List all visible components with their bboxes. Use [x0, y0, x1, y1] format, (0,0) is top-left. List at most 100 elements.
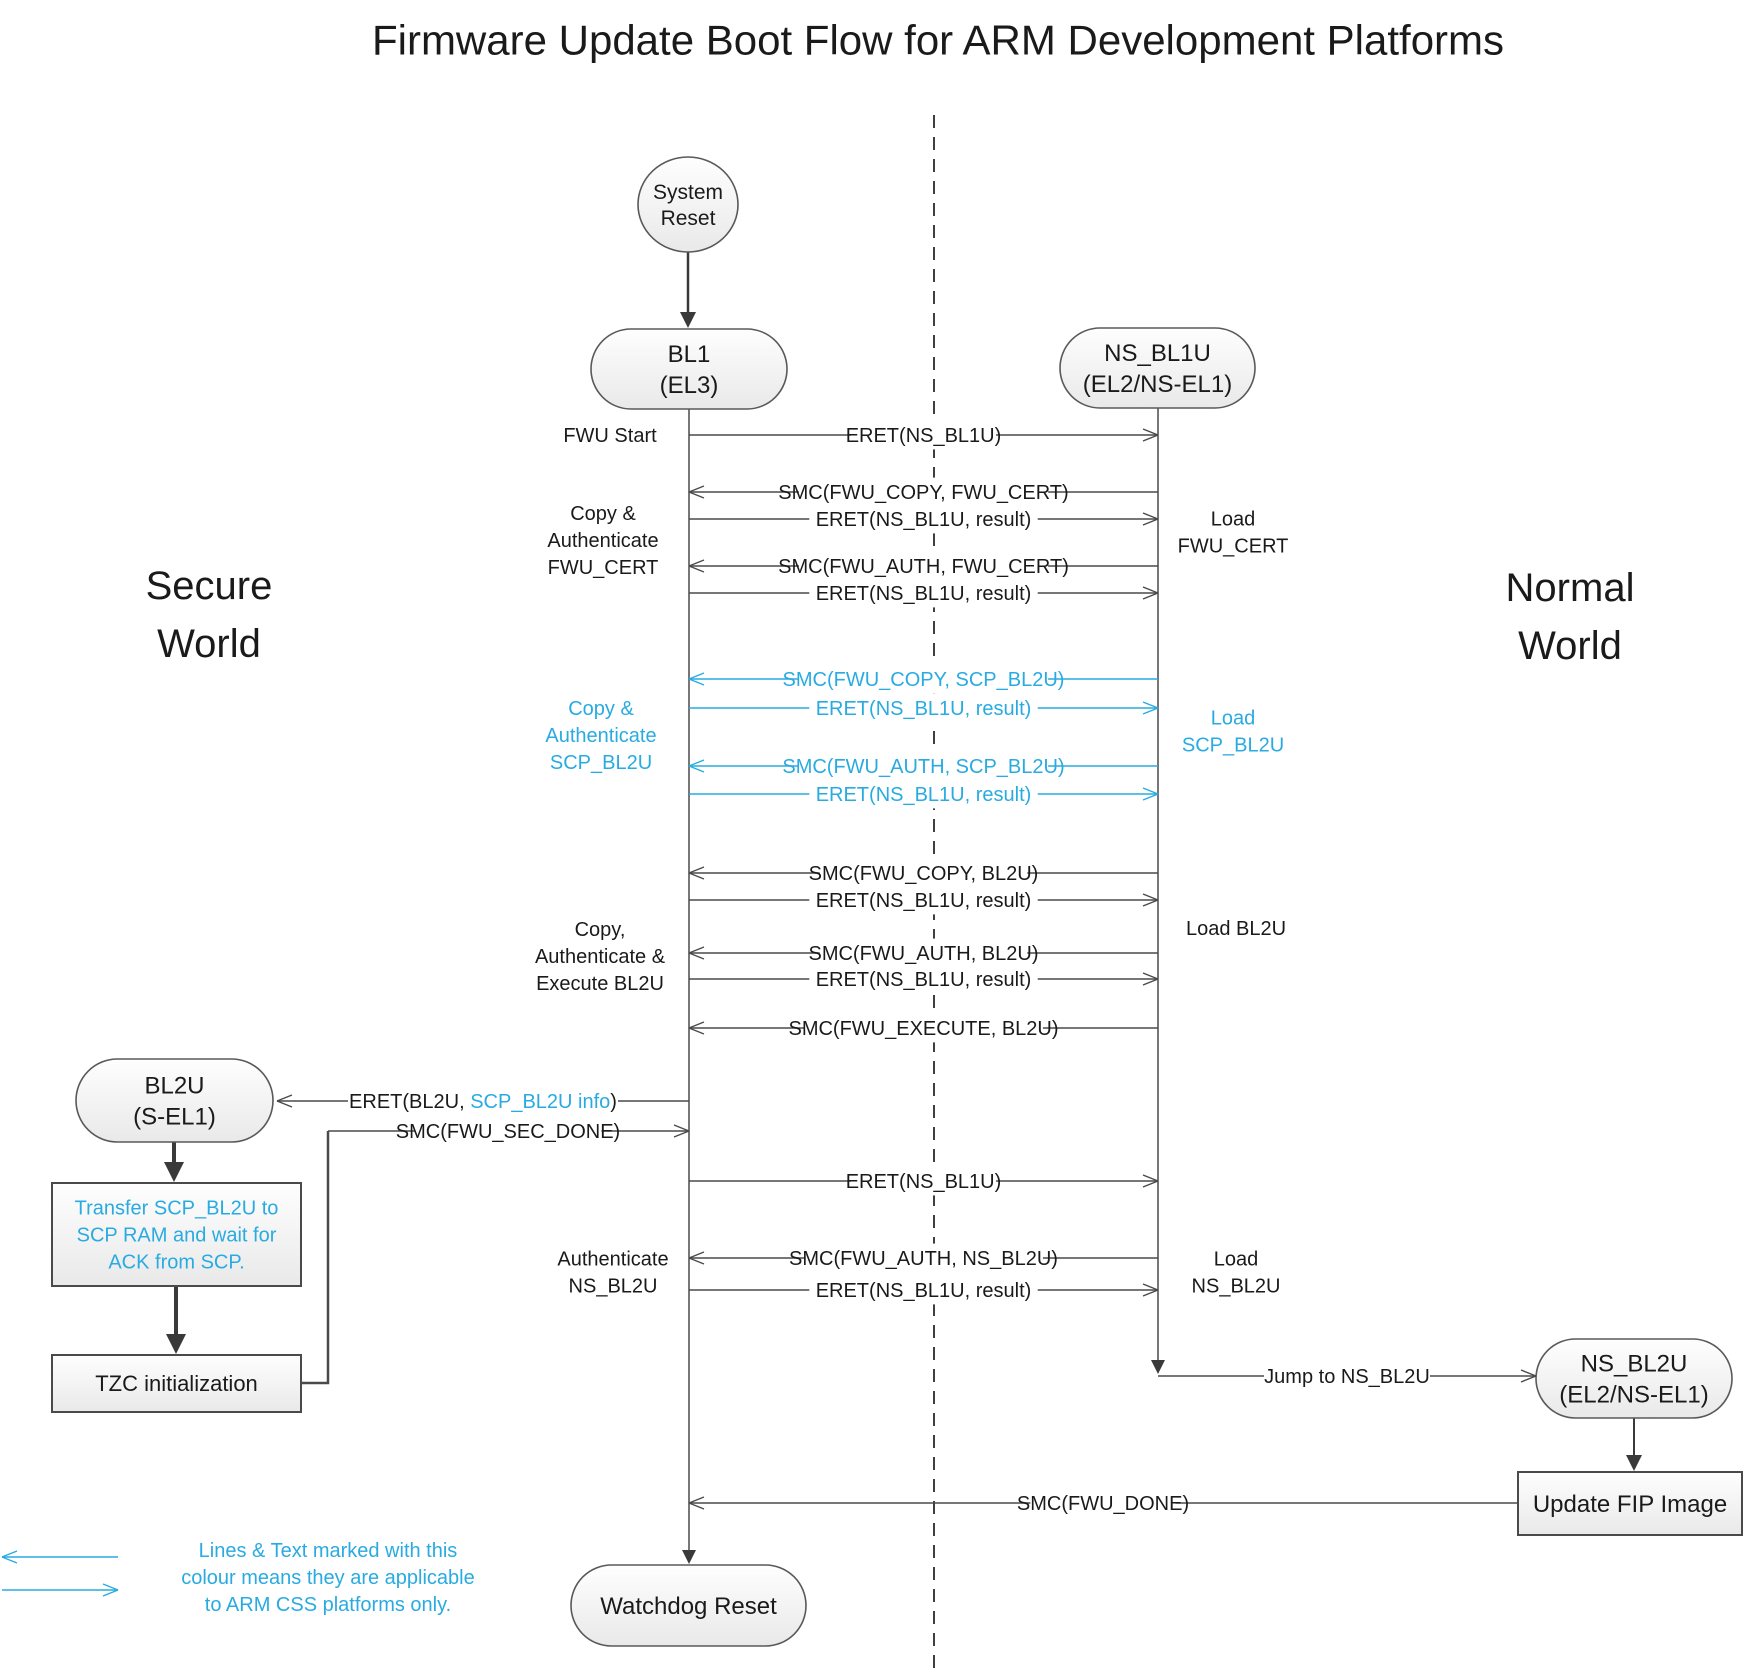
message-label: SMC(FWU_DONE)	[1017, 1493, 1189, 1515]
message-label: SMC(FWU_EXECUTE, BL2U)	[788, 1018, 1058, 1040]
svg-text:Watchdog Reset: Watchdog Reset	[600, 1593, 777, 1620]
msg-smc-fwu-copy-fwu-cert: SMC(FWU_COPY, FWU_CERT)	[688, 477, 1158, 507]
right-open-arrow-icon	[1142, 428, 1159, 442]
svg-text:colour means they are applicab: colour means they are applicable	[181, 1567, 475, 1589]
svg-text:Transfer SCP_BL2U to: Transfer SCP_BL2U to	[75, 1198, 279, 1220]
node-update-fip-image: Update FIP Image	[1517, 1471, 1743, 1536]
page-title: Firmware Update Boot Flow for ARM Develo…	[372, 17, 1504, 64]
svg-text:(EL2/NS-EL1): (EL2/NS-EL1)	[1559, 1381, 1708, 1408]
message-label: ERET(NS_BL1U, result)	[816, 1280, 1032, 1302]
svg-text:Copy &: Copy &	[568, 698, 634, 720]
right-open-arrow-icon	[102, 1583, 119, 1597]
svg-text:BL2U: BL2U	[144, 1072, 204, 1099]
message-label: SMC(FWU_AUTH, SCP_BL2U)	[782, 756, 1064, 778]
svg-text:(S-EL1): (S-EL1)	[133, 1103, 216, 1130]
svg-text:Copy &: Copy &	[570, 503, 636, 525]
message-label: SMC(FWU_AUTH, FWU_CERT)	[778, 556, 1069, 578]
flow-reset-to-bl1	[680, 252, 696, 328]
node-ns-bl2u: NS_BL2U(EL2/NS-EL1)	[1535, 1338, 1733, 1419]
svg-text:BL1: BL1	[668, 341, 711, 368]
down-arrow-icon	[682, 1550, 696, 1564]
message-label: SMC(FWU_COPY, BL2U)	[809, 863, 1039, 885]
svg-text:NS_BL1U: NS_BL1U	[1104, 340, 1211, 367]
svg-text:Load BL2U: Load BL2U	[1186, 918, 1286, 940]
msg-jump-to-ns-bl2u: Jump to NS_BL2U	[1158, 1361, 1537, 1391]
msg-eret-result-4: ERET(NS_BL1U, result)	[689, 779, 1159, 809]
left-open-arrow-icon	[688, 672, 705, 686]
svg-text:FWU_CERT: FWU_CERT	[548, 557, 659, 579]
msg-smc-fwu-auth-fwu-cert: SMC(FWU_AUTH, FWU_CERT)	[688, 551, 1158, 581]
msg-smc-fwu-auth-bl2u: SMC(FWU_AUTH, BL2U)	[688, 938, 1158, 968]
msg-smc-fwu-copy-bl2u: SMC(FWU_COPY, BL2U)	[688, 858, 1158, 888]
svg-text:(EL3): (EL3)	[660, 372, 719, 399]
svg-text:Authenticate: Authenticate	[557, 1249, 668, 1271]
left-open-arrow-icon	[688, 1496, 705, 1510]
node-watchdog-reset: Watchdog Reset	[570, 1564, 807, 1647]
svg-text:World: World	[157, 622, 261, 666]
msg-eret-result-6: ERET(NS_BL1U, result)	[689, 964, 1159, 994]
node-ns-bl1u: NS_BL1U (EL2/NS-EL1)	[1059, 327, 1256, 409]
svg-text:Authenticate &: Authenticate &	[535, 946, 666, 968]
message-label: ERET(NS_BL1U, result)	[816, 890, 1032, 912]
svg-text:Reset: Reset	[661, 207, 716, 230]
svg-text:Secure: Secure	[146, 564, 273, 608]
msg-smc-fwu-auth-ns-bl2u: SMC(FWU_AUTH, NS_BL2U)	[688, 1243, 1158, 1273]
svg-text:TZC initialization: TZC initialization	[95, 1371, 258, 1396]
left-open-arrow-icon	[688, 559, 705, 573]
node-transfer-scp-bl2u: Transfer SCP_BL2U to SCP RAM and wait for…	[51, 1182, 302, 1287]
left-open-arrow-icon	[688, 866, 705, 880]
msg-eret-bl2u-scp-info: ERET(BL2U, SCP_BL2U info)	[276, 1086, 689, 1116]
svg-text:Authenticate: Authenticate	[545, 725, 656, 747]
legend-left-arrow	[1, 1550, 118, 1564]
msg-eret-result-1: ERET(NS_BL1U, result)	[689, 504, 1159, 534]
node-bl2u: BL2U (S-EL1)	[75, 1058, 274, 1143]
legend-right-arrow	[2, 1583, 119, 1597]
down-arrow-icon	[1151, 1360, 1165, 1374]
svg-text:Load: Load	[1214, 1249, 1259, 1271]
right-open-arrow-icon	[1142, 586, 1159, 600]
message-label: ERET(NS_BL1U, result)	[816, 583, 1032, 605]
left-open-arrow-icon	[688, 1021, 705, 1035]
message-label: SMC(FWU_AUTH, NS_BL2U)	[789, 1248, 1058, 1270]
svg-text:(EL2/NS-EL1): (EL2/NS-EL1)	[1083, 371, 1232, 398]
flow-bl2u-to-transfer	[164, 1141, 184, 1182]
svg-text:FWU Start: FWU Start	[563, 425, 657, 447]
svg-text:FWU_CERT: FWU_CERT	[1178, 536, 1289, 558]
left-open-arrow-icon	[1, 1550, 18, 1564]
message-label: ERET(NS_BL1U, result)	[816, 969, 1032, 991]
right-open-arrow-icon	[1142, 972, 1159, 986]
flow-nsbl2u-to-fip	[1626, 1418, 1642, 1471]
msg-smc-fwu-done: SMC(FWU_DONE)	[688, 1488, 1518, 1518]
msg-smc-fwu-execute-bl2u: SMC(FWU_EXECUTE, BL2U)	[688, 1013, 1158, 1043]
node-tzc-initialization: TZC initialization	[51, 1354, 302, 1413]
left-open-arrow-icon	[688, 485, 705, 499]
left-open-arrow-icon	[688, 759, 705, 773]
css-legend: Lines & Text marked with this colour mean…	[1, 1540, 475, 1616]
svg-text:Lines & Text marked with this: Lines & Text marked with this	[199, 1540, 458, 1562]
down-arrow-icon	[166, 1334, 186, 1354]
right-open-arrow-icon	[1142, 893, 1159, 907]
svg-text:SCP RAM and wait for: SCP RAM and wait for	[77, 1225, 277, 1247]
node-bl1: BL1 (EL3)	[590, 328, 788, 410]
svg-text:Authenticate: Authenticate	[547, 530, 658, 552]
svg-text:to ARM CSS platforms only.: to ARM CSS platforms only.	[205, 1594, 451, 1616]
left-open-arrow-icon	[688, 1251, 705, 1265]
msg-eret-ns-bl1u-2: ERET(NS_BL1U)	[689, 1166, 1159, 1196]
label-fwu-start: FWU Start	[563, 425, 657, 447]
svg-text:System: System	[653, 181, 723, 204]
down-arrow-icon	[1626, 1455, 1642, 1471]
right-open-arrow-icon	[1142, 701, 1159, 715]
svg-text:SCP_BL2U: SCP_BL2U	[1182, 735, 1284, 757]
label-copy-auth-execute-bl2u: Copy,Authenticate &Execute BL2U	[535, 919, 666, 995]
svg-text:Execute BL2U: Execute BL2U	[536, 973, 664, 995]
message-label: SMC(FWU_AUTH, BL2U)	[808, 943, 1038, 965]
